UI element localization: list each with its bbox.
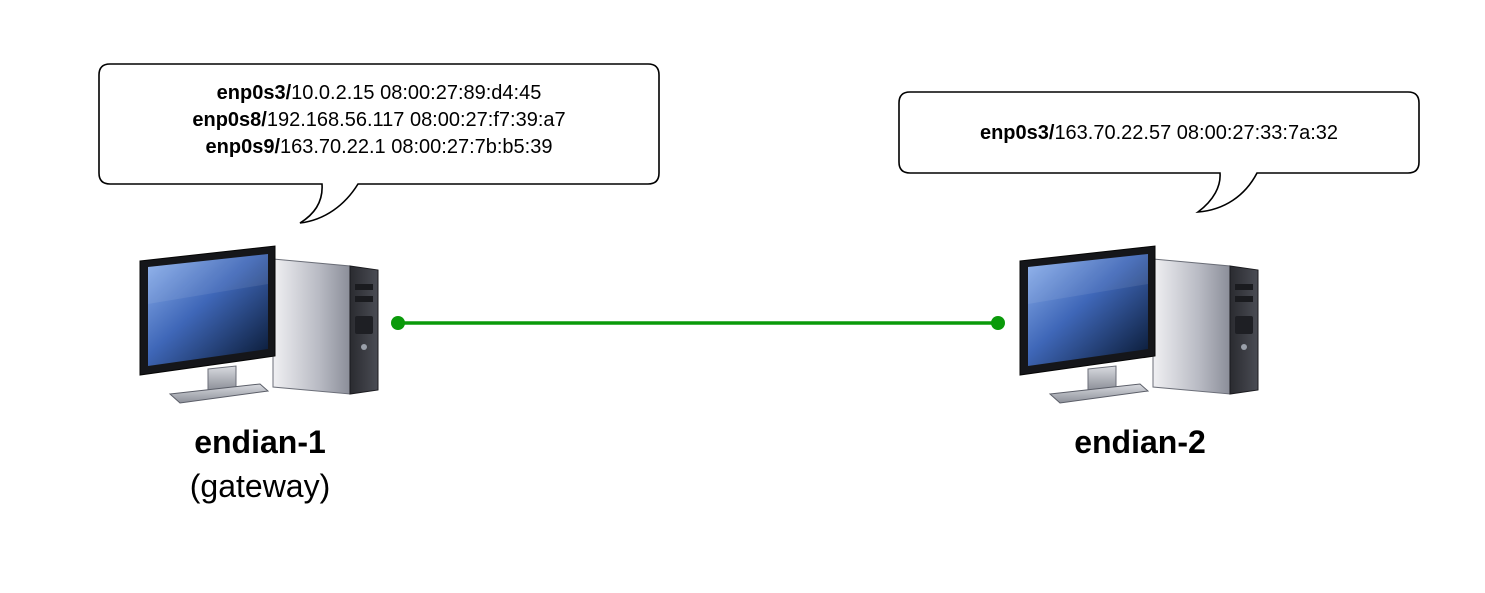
callout-endian-2-text: enp0s3/163.70.22.57 08:00:27:33:7a:32 (899, 120, 1419, 147)
interface-row: enp0s9/163.70.22.1 08:00:27:7b:b5:39 (205, 136, 553, 158)
interface-row: enp0s3/163.70.22.57 08:00:27:33:7a:32 (979, 122, 1339, 144)
interface-row: enp0s3/10.0.2.15 08:00:27:89:d4:45 (216, 82, 542, 104)
callout-endian-1 (98, 63, 660, 224)
callout-endian-2 (898, 91, 1420, 214)
node-label-endian-2: endian-2 (1074, 424, 1206, 460)
desktop-computer-icon (1019, 245, 1259, 404)
node-label-endian-1: endian-1 (194, 424, 326, 460)
desktop-computer-icon (139, 245, 379, 404)
link-endpoint-left (391, 316, 405, 330)
interface-row: enp0s8/192.168.56.117 08:00:27:f7:39:a7 (192, 109, 566, 131)
link-endpoint-right (991, 316, 1005, 330)
node-subtitle-endian-1: (gateway) (189, 468, 331, 504)
callout-endian-1-text: enp0s3/10.0.2.15 08:00:27:89:d4:45 enp0s… (99, 80, 659, 161)
